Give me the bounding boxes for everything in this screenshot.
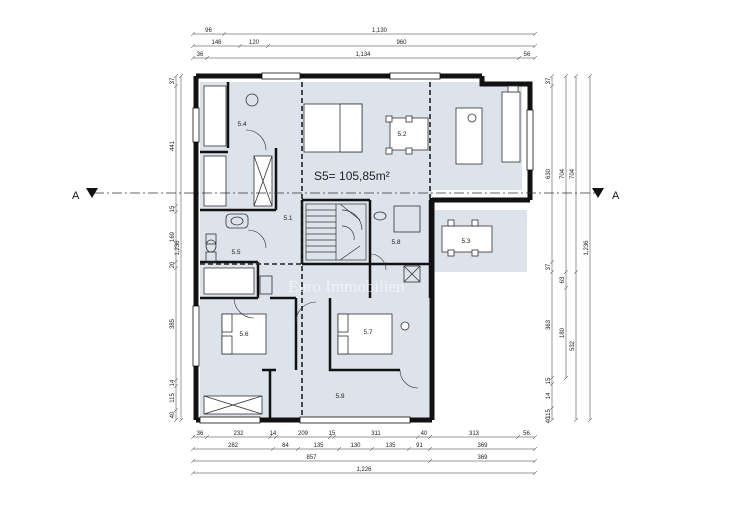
room-label: 5.4 xyxy=(237,121,246,128)
dimension-label: 56 xyxy=(524,52,531,58)
stairs xyxy=(305,203,367,261)
dimension-label: 1,226 xyxy=(356,467,372,473)
dimension-label: 135 xyxy=(385,443,396,449)
dimension-label: 146 xyxy=(211,40,222,46)
section-line xyxy=(86,188,604,198)
floor-area-label: S5= 105,85m² xyxy=(314,169,390,183)
dimension-label: 282 xyxy=(228,443,239,449)
dimension-label: 363 xyxy=(546,319,552,330)
structure-lines xyxy=(200,82,431,418)
room-label: 5.3 xyxy=(461,238,470,245)
section-label-right: A xyxy=(612,190,620,202)
dimension-label: 84 xyxy=(282,443,289,449)
dimension-label: 14 xyxy=(270,431,277,437)
beds xyxy=(203,313,410,415)
dimension-label: 857 xyxy=(306,455,317,461)
watermark: Euro Immobilien xyxy=(288,277,405,296)
dimension-label: 20 xyxy=(170,261,176,268)
dimension-label: 14 xyxy=(546,392,552,399)
room-label: 5.1 xyxy=(283,215,292,222)
dimension-label: 14 xyxy=(170,379,176,386)
dimension-label: 169 xyxy=(170,231,176,242)
dimension-label: 40 xyxy=(170,411,176,418)
room-label: 5.7 xyxy=(363,329,372,336)
dimension-label: 311 xyxy=(371,431,381,437)
room-label: 5.9 xyxy=(335,393,344,400)
dimension-label: 36 xyxy=(197,52,204,58)
dimension-label: 1,130 xyxy=(372,28,388,34)
inner-walls xyxy=(200,82,432,418)
fixtures xyxy=(203,85,421,295)
dimension-label: 40 xyxy=(421,431,428,437)
section-label-left: A xyxy=(72,190,80,202)
dimension-label: 15 xyxy=(170,205,176,212)
dimension-label: 369 xyxy=(477,443,488,449)
windows xyxy=(192,72,534,424)
dimension-label: 36 xyxy=(197,431,204,437)
dimension-label: 704 xyxy=(560,168,566,179)
room-label: 5.6 xyxy=(239,331,248,338)
dimension-label: 313 xyxy=(469,431,480,437)
dimension-label: 15 xyxy=(329,431,336,437)
dimension-label: 1,236 xyxy=(0,0,8,2)
dimension-label: 15 xyxy=(546,377,552,384)
dimension-label: 532 xyxy=(570,340,576,351)
dimension-label: 130 xyxy=(350,443,361,449)
dimension-label: 385 xyxy=(170,318,176,329)
dimension-label: 704 xyxy=(570,168,576,179)
room-label: 5.8 xyxy=(391,239,400,246)
dimension-label: 120 xyxy=(249,40,260,46)
dimension-label: 115 xyxy=(546,409,552,419)
dimension-label: 37 xyxy=(170,77,176,84)
dimension-label: 91 xyxy=(416,443,423,449)
dimension-label: 40 xyxy=(546,416,552,423)
room-label: 5.2 xyxy=(397,131,406,138)
dimension-label: 1,236 xyxy=(584,240,590,256)
dimension-label: 369 xyxy=(477,455,488,461)
dimension-label: 115 xyxy=(170,393,176,403)
dimension-label: 960 xyxy=(396,40,407,46)
dimension-label: 630 xyxy=(546,168,552,179)
dimension-label: 209 xyxy=(298,431,309,437)
dimension-label: 232 xyxy=(233,431,244,437)
dimension-label: 96 xyxy=(205,28,212,34)
dimension-label: 1,134 xyxy=(355,52,371,58)
dimension-label: 63 xyxy=(560,276,566,283)
dimension-label: 1,236 xyxy=(175,240,181,256)
dimension-label: 56 xyxy=(523,431,530,437)
dimension-label: 180 xyxy=(560,327,566,338)
room-labels: 5.1 5.2 5.3 5.4 5.5 5.6 5.7 5.8 5.9 xyxy=(231,121,470,400)
dimension-label: 441 xyxy=(170,140,176,151)
living-furniture xyxy=(303,85,521,257)
dimension-strings: 96 1,130 146 120 960 36 1,134 56 36 232 14 209 15 311… xyxy=(0,0,593,476)
dimension-label: 37 xyxy=(546,263,552,270)
room-label: 5.5 xyxy=(231,249,240,256)
dimension-label: 37 xyxy=(546,77,552,84)
dimension-label: 135 xyxy=(313,443,324,449)
